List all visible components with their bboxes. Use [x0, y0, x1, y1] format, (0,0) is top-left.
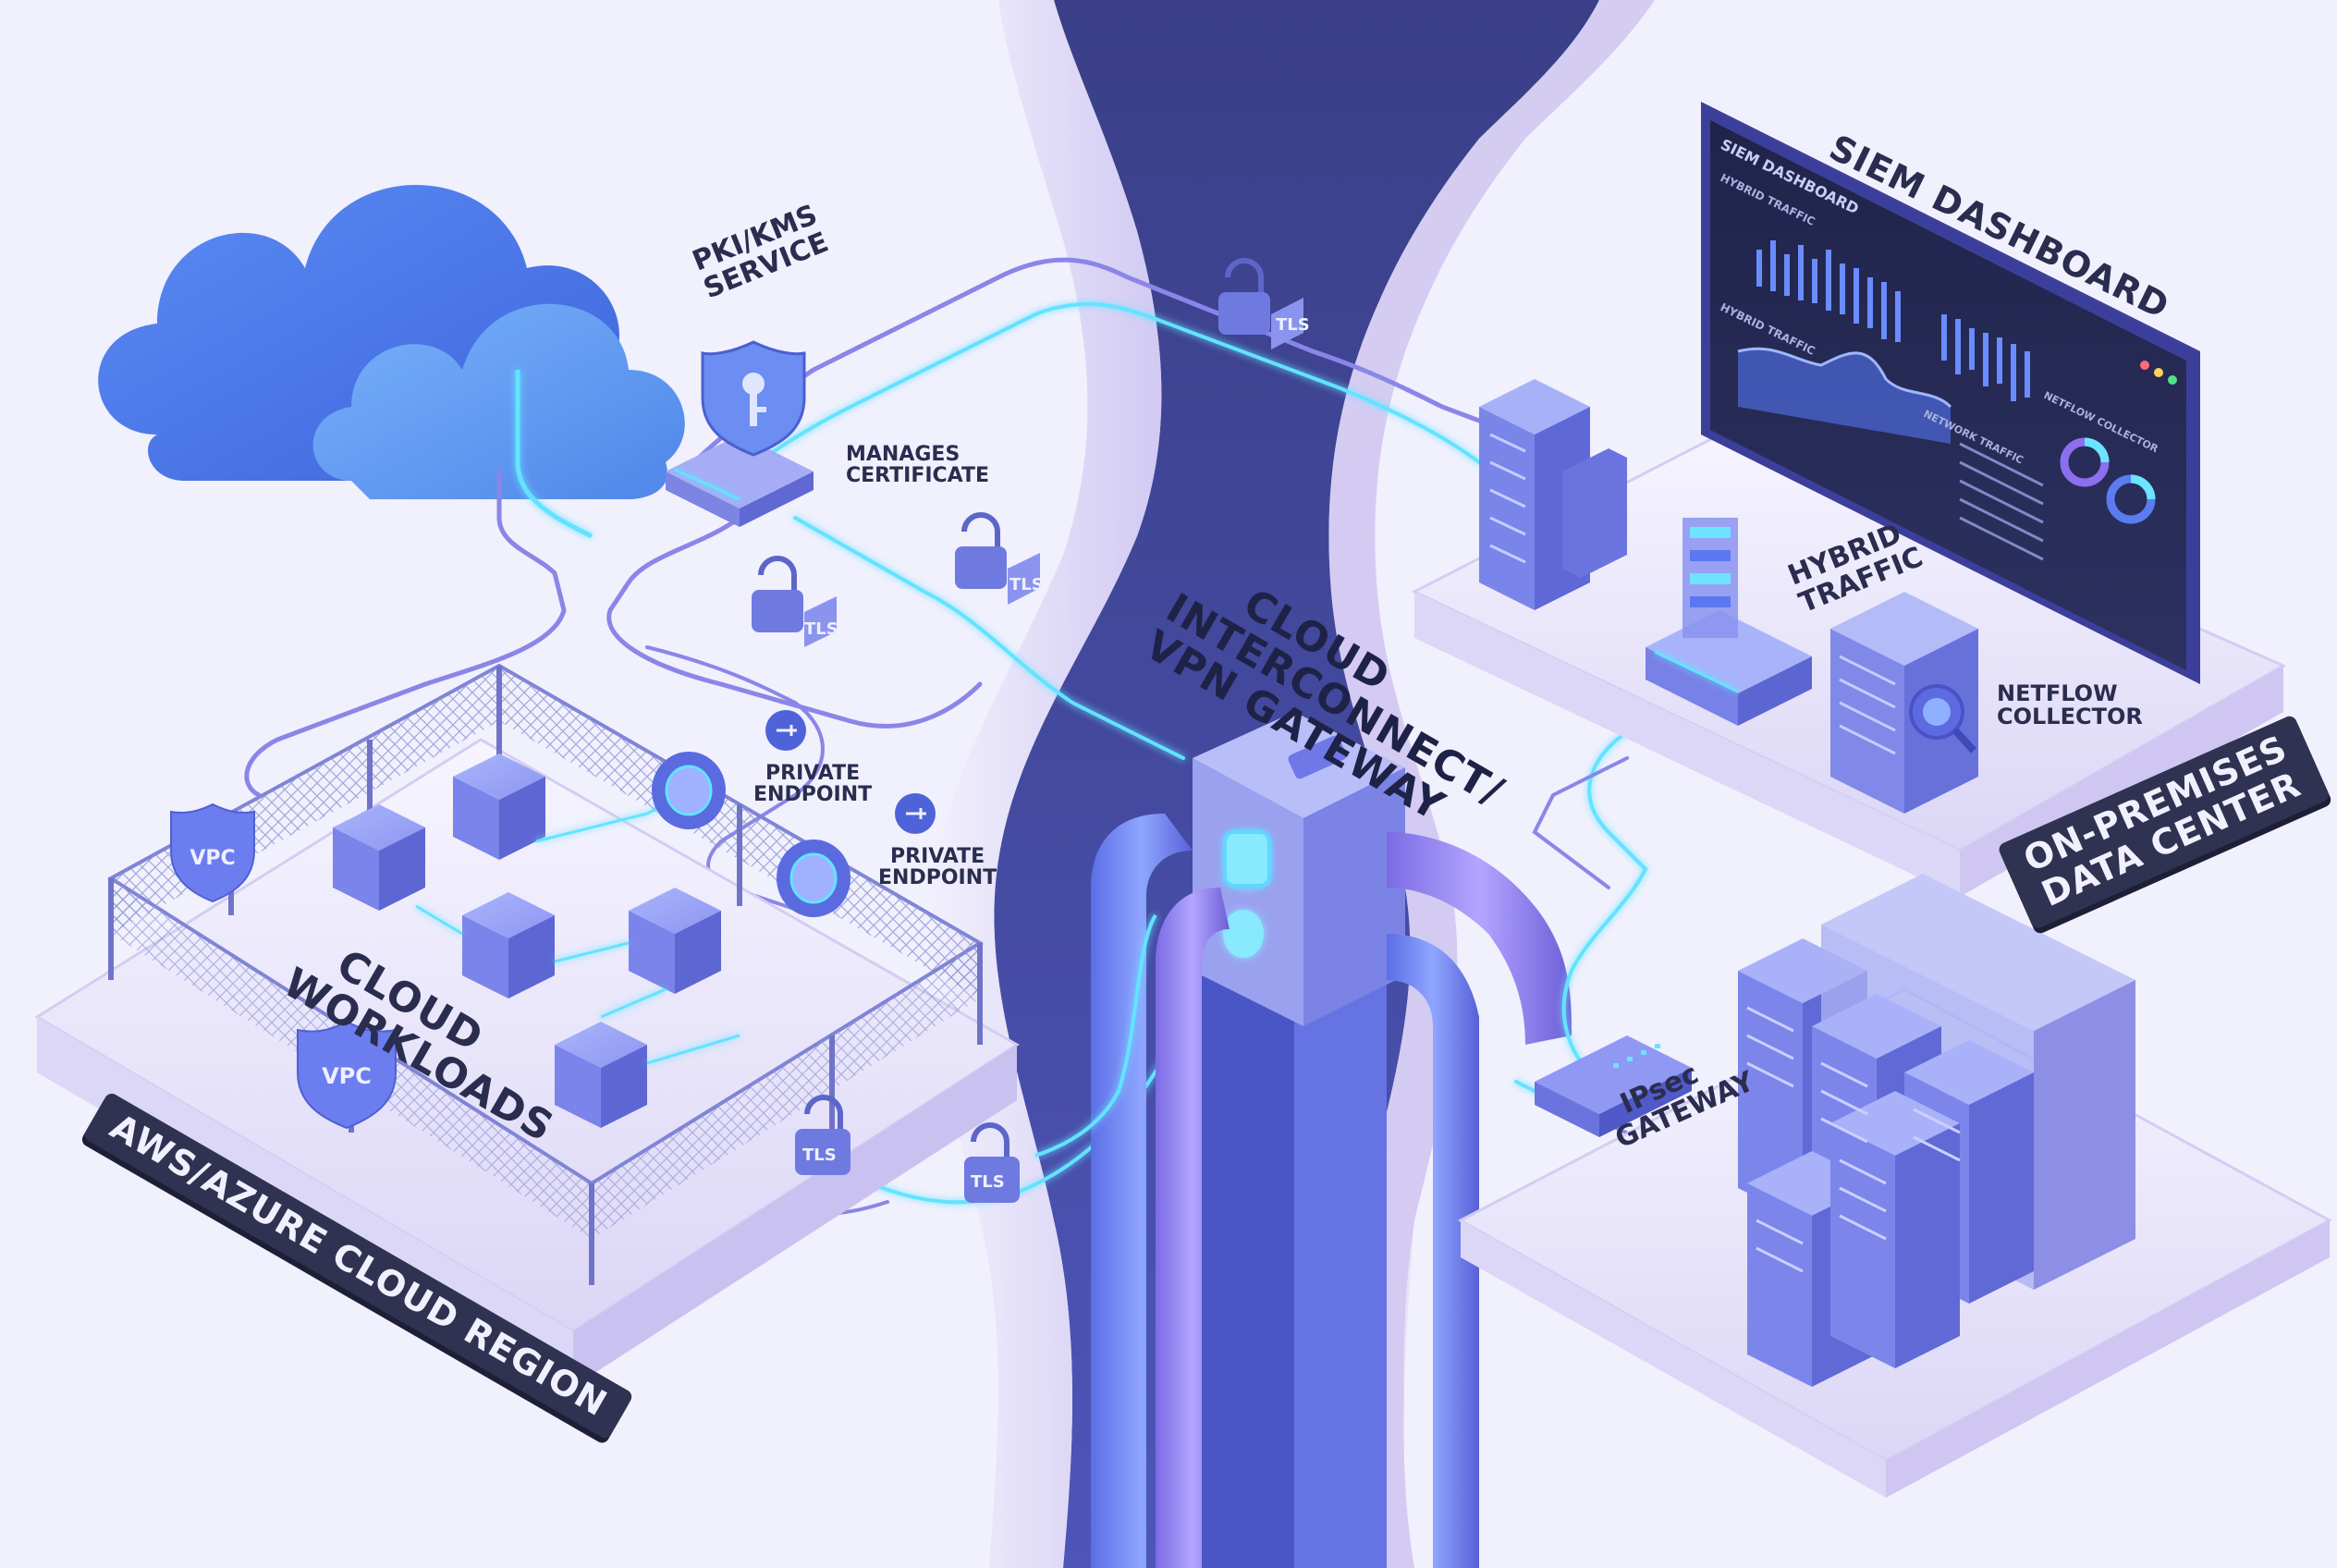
- tls-text-1: TLS: [1276, 315, 1310, 335]
- right-cliff-wall: [1328, 0, 1655, 1568]
- hybrid-router: [1646, 518, 1812, 726]
- tls-text-4: TLS: [802, 1145, 837, 1165]
- dashboard-bars: [1756, 240, 2030, 401]
- siem-monitor: SIEM DASHBOARD HYBRID TRAFFIC HYBRID TRA…: [1701, 102, 2200, 684]
- private-endpoint-2-line-1: PRIVATE: [890, 845, 985, 868]
- dashboard-area-chart: [1738, 349, 1951, 444]
- vpc-shield-icon-1: VPC: [170, 802, 255, 903]
- lock-icon-2: TLS: [955, 512, 1044, 605]
- dashboard-donut-1: [2060, 437, 2110, 487]
- lock-icon-1: TLS: [1218, 258, 1310, 349]
- workload-cube-4: [629, 888, 721, 994]
- interconnect-pipes: [1034, 814, 1572, 1568]
- window-dot-red: [2140, 361, 2149, 370]
- pki-note: MANAGES CERTIFICATE: [846, 444, 989, 486]
- vpc-badge-text-1: VPC: [190, 847, 235, 870]
- private-endpoint-1-line-1: PRIVATE: [765, 762, 861, 785]
- private-endpoint-label-1: PRIVATE ENDPOINT: [753, 763, 872, 805]
- vpc-shield-icon-2: VPC: [297, 1020, 397, 1130]
- private-endpoint-1: [652, 710, 806, 829]
- server-rack-cluster: [1738, 874, 2135, 1387]
- pki-kms-node: [666, 435, 814, 527]
- workload-cube-1: [333, 804, 425, 911]
- lock-icon-5: TLS: [964, 1122, 1020, 1203]
- dashboard-table-rows: [1959, 442, 2044, 561]
- private-endpoint-1-line-2: ENDPOINT: [753, 783, 873, 807]
- shield-key-icon: [701, 340, 806, 457]
- interconnect-box: [1193, 712, 1405, 1026]
- private-endpoint-2: [777, 793, 936, 917]
- workload-cube-2: [453, 753, 545, 860]
- netflow-collector: [1830, 592, 1978, 814]
- window-dot-yellow: [2154, 368, 2163, 377]
- dashboard-donut-2: [2106, 474, 2156, 524]
- workload-cube-5: [555, 1022, 647, 1128]
- server-tower-1: [1479, 379, 1627, 610]
- tls-text-3: TLS: [804, 619, 838, 639]
- netflow-line-2: COLLECTOR: [1997, 704, 2143, 730]
- workload-cube-3: [462, 892, 555, 998]
- window-dot-green: [2168, 375, 2177, 385]
- tls-text-2: TLS: [1009, 575, 1044, 594]
- netflow-line-1: NETFLOW: [1997, 680, 2118, 706]
- lock-icon-4: TLS: [795, 1095, 850, 1175]
- tls-text-5: TLS: [971, 1172, 1005, 1192]
- netflow-label: NETFLOW COLLECTOR: [1997, 680, 2143, 730]
- pki-note-line-1: MANAGES: [846, 443, 960, 466]
- vpc-badge-text-2: VPC: [322, 1063, 372, 1089]
- lock-icon-3: TLS: [752, 556, 838, 647]
- private-endpoint-label-2: PRIVATE ENDPOINT: [878, 846, 997, 888]
- cloud-icon: [98, 185, 685, 539]
- ipsec-gateway: [1535, 1035, 1692, 1137]
- pki-note-line-2: CERTIFICATE: [846, 464, 990, 488]
- private-endpoint-2-line-2: ENDPOINT: [878, 866, 997, 890]
